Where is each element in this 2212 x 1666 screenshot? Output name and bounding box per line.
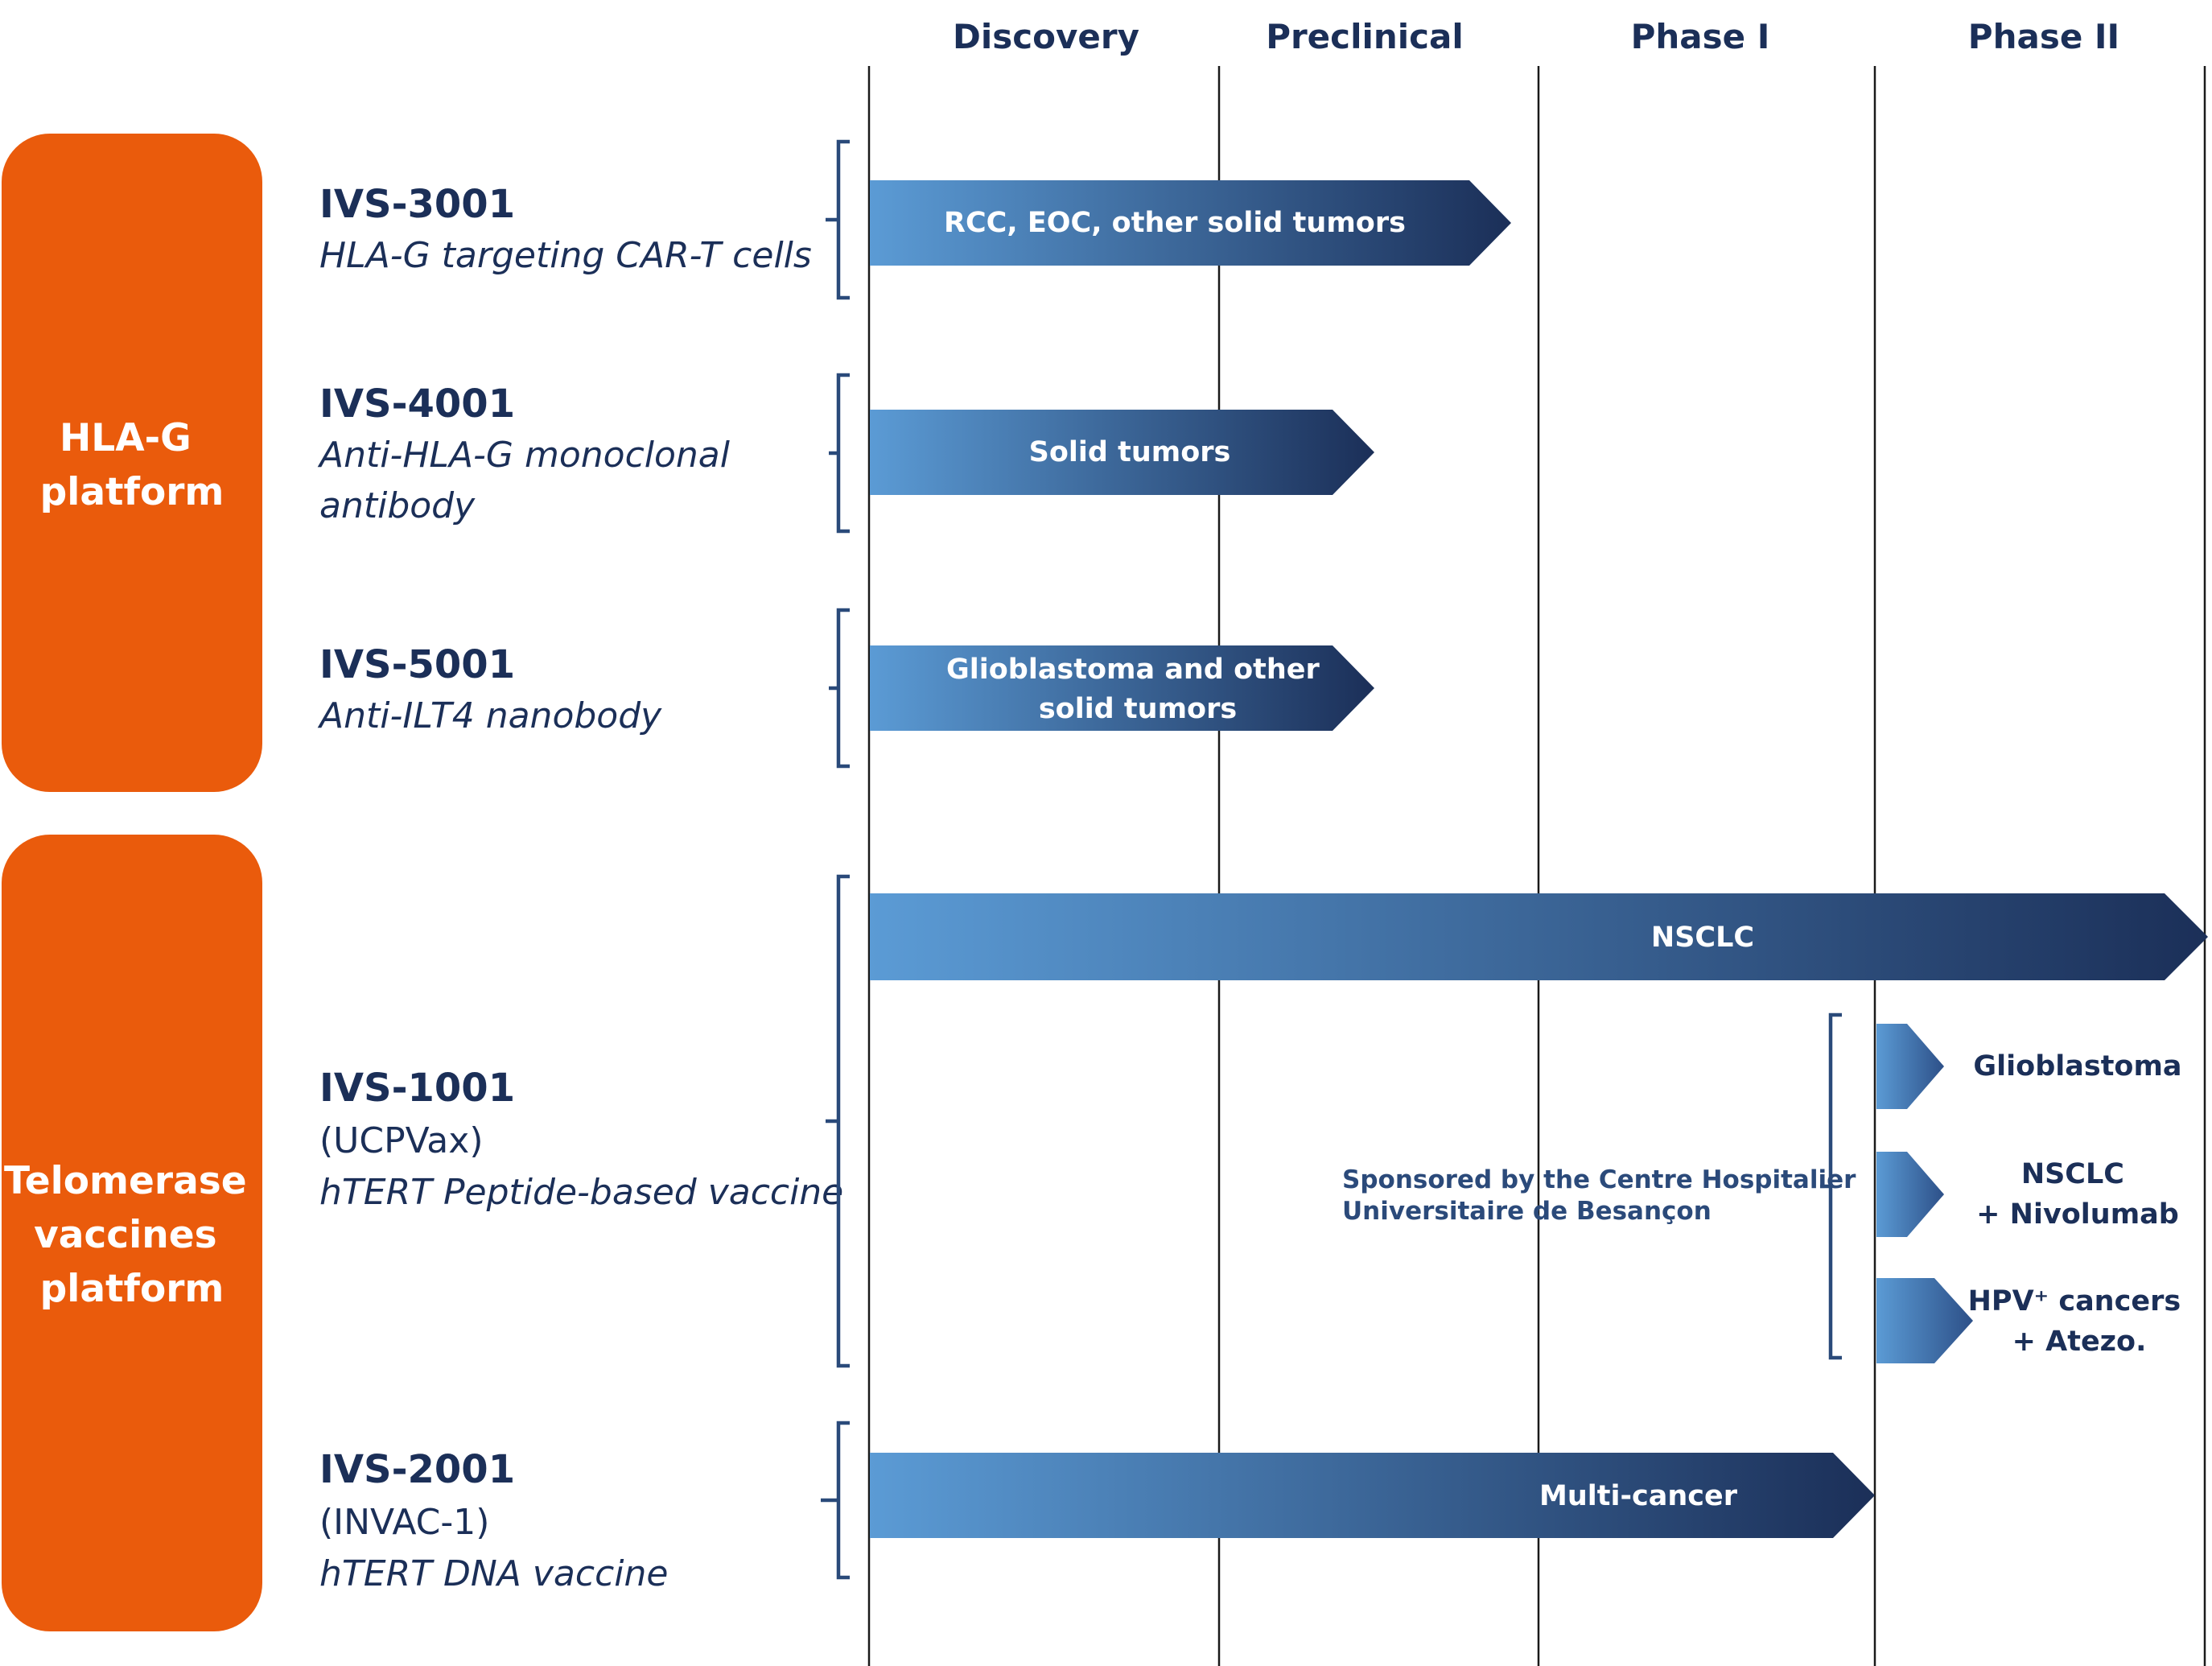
program-description: HLA-G targeting CAR-T cells (319, 235, 812, 276)
pipeline-bar-ivs-5001 (870, 645, 1374, 731)
bar-label-line: solid tumors (1039, 693, 1237, 725)
stage-header-phase-1: Phase I (1631, 17, 1770, 56)
program-brackets (821, 139, 1842, 1580)
trial-label: NSCLC + Nivolumab (1976, 1158, 2179, 1231)
platform-label: Telomerase vaccines platform (4, 1159, 260, 1311)
bracket-ivs-4001 (829, 373, 850, 534)
sponsor-note: Sponsored by the Centre Hospitalier Univ… (1342, 1165, 1864, 1226)
pipeline-bar-ivs-1001 (870, 893, 2208, 980)
pipeline-bars: RCC, EOC, other solid tumors Solid tumor… (870, 180, 2208, 1538)
pipeline-bar-ivs-4001 (870, 410, 1374, 495)
program-ivs-3001: IVS-3001 HLA-G targeting CAR-T cells (319, 182, 812, 276)
bar-label: Multi-cancer (1539, 1480, 1738, 1512)
program-description: Anti-HLA-G monoclonal antibody (317, 435, 741, 526)
bar-label-line: Glioblastoma and other (946, 654, 1320, 686)
program-name: IVS-3001 (319, 182, 515, 227)
bracket-ivs-3001 (826, 139, 850, 300)
trial-label: Glioblastoma (1973, 1050, 2181, 1082)
program-ivs-1001: IVS-1001 (UCPVax) hTERT Peptide-based va… (319, 1066, 843, 1213)
program-ivs-5001: IVS-5001 Anti-ILT4 nanobody (317, 642, 662, 736)
platform-label-line: HLA-G (60, 416, 192, 460)
platform-box (2, 134, 262, 792)
program-alias: (INVAC-1) (319, 1502, 489, 1543)
platform-telomerase: Telomerase vaccines platform (2, 835, 262, 1631)
pipeline-bar-ivs-2001 (870, 1453, 1875, 1538)
bar-label: Glioblastoma and other solid tumors (946, 654, 1329, 725)
platform-label-line: platform (40, 1267, 224, 1311)
program-name: IVS-1001 (319, 1066, 515, 1111)
trial-arrow-hpv-atezo (1876, 1278, 1973, 1363)
platform-label-line: platform (40, 470, 224, 514)
program-description: Anti-ILT4 nanobody (317, 695, 662, 736)
stage-headers: Discovery Preclinical Phase I Phase II (953, 17, 2119, 56)
platform-hla-g: HLA-G platform (2, 134, 262, 792)
trial-label-line: + Nivolumab (1976, 1198, 2179, 1231)
stage-header-phase-2: Phase II (1968, 17, 2119, 56)
program-name: IVS-2001 (319, 1447, 515, 1492)
program-description-line: Anti-HLA-G monoclonal (317, 435, 731, 476)
program-alias: (UCPVax) (319, 1120, 483, 1161)
sponsor-note-line: Universitaire de Besançon (1342, 1197, 1712, 1226)
bracket-sponsored-trials (1820, 1012, 1842, 1360)
bar-label: NSCLC (1651, 922, 1754, 954)
bracket-ivs-1001 (826, 874, 850, 1368)
platform-label-line: Telomerase (4, 1159, 247, 1203)
program-name: IVS-4001 (319, 381, 515, 427)
platform-label: HLA-G platform (40, 416, 224, 514)
program-description-line: antibody (319, 485, 476, 526)
sponsored-trials: Sponsored by the Centre Hospitalier Univ… (1342, 1024, 2191, 1363)
platform-label-line: vaccines (34, 1213, 217, 1257)
trial-arrow-nsclc-nivolumab (1876, 1152, 1944, 1237)
platform-box (2, 835, 262, 1631)
bracket-ivs-5001 (829, 608, 850, 769)
trial-label-line: + Atezo. (2012, 1326, 2147, 1358)
phase-dividers (867, 66, 2206, 1666)
bar-label: Solid tumors (1029, 436, 1231, 468)
program-description: hTERT Peptide-based vaccine (319, 1172, 843, 1213)
sponsor-note-line: Sponsored by the Centre Hospitalier (1342, 1165, 1856, 1194)
trial-label: HPV⁺ cancers + Atezo. (1968, 1285, 2191, 1358)
program-ivs-4001: IVS-4001 Anti-HLA-G monoclonal antibody (317, 381, 741, 526)
trial-label-line: NSCLC (2021, 1158, 2124, 1190)
program-name: IVS-5001 (319, 642, 515, 687)
bracket-ivs-2001 (821, 1421, 850, 1580)
bar-label: RCC, EOC, other solid tumors (944, 207, 1406, 239)
program-ivs-2001: IVS-2001 (INVAC-1) hTERT DNA vaccine (319, 1447, 668, 1594)
pipeline-bar-ivs-3001 (870, 180, 1511, 266)
trial-arrow-glioblastoma (1876, 1024, 1944, 1109)
trial-label-line: HPV⁺ cancers (1968, 1285, 2181, 1318)
stage-header-preclinical: Preclinical (1266, 17, 1464, 56)
program-description: hTERT DNA vaccine (319, 1553, 668, 1594)
stage-header-discovery: Discovery (953, 17, 1139, 56)
